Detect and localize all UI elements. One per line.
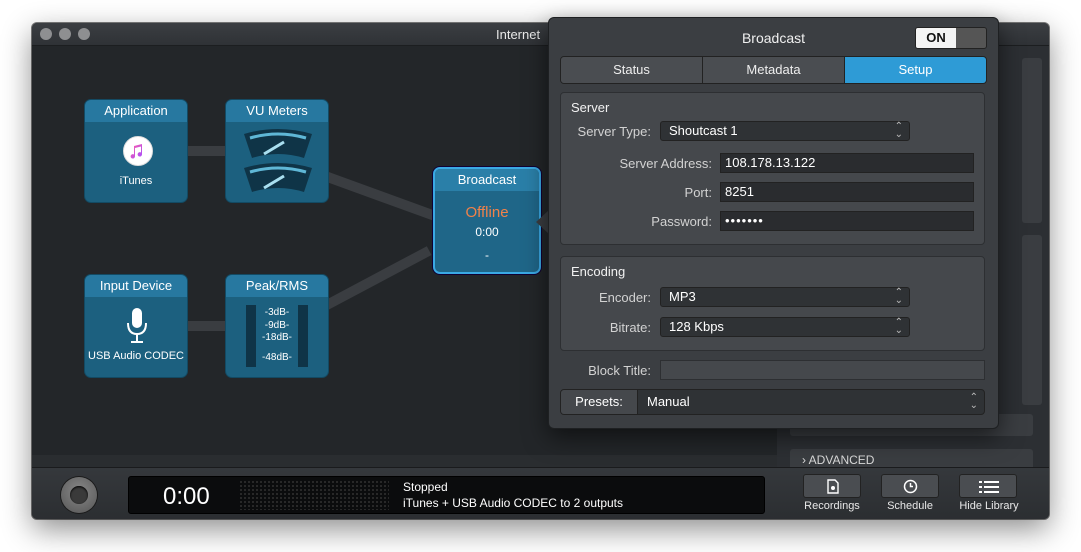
password-field[interactable]: ••••••• [720, 211, 974, 231]
tab-status[interactable]: Status [561, 57, 703, 83]
input-device-node[interactable]: Input Device USB Audio CODEC [84, 274, 188, 378]
recordings-icon [827, 479, 839, 494]
sidebar-section-advanced[interactable]: › ADVANCED [790, 449, 1033, 471]
broadcast-extra: - [485, 248, 489, 262]
recordings-button[interactable] [803, 474, 861, 498]
node-title: Application [85, 100, 187, 122]
broadcast-status: Offline [465, 204, 509, 221]
broadcast-node[interactable]: Broadcast Offline 0:00 - [433, 167, 541, 274]
tab-setup[interactable]: Setup [845, 57, 986, 83]
record-button[interactable] [61, 477, 97, 513]
server-type-select[interactable]: Shoutcast 1 ⌃⌄ [660, 121, 910, 141]
level-label: -3dB- [264, 307, 290, 318]
list-icon [979, 481, 999, 493]
hide-library-label: Hide Library [959, 500, 1019, 512]
encoder-value: MP3 [669, 289, 696, 304]
popover-arrow [536, 210, 549, 234]
microphone-icon [127, 308, 147, 343]
server-type-value: Shoutcast 1 [669, 123, 738, 138]
popover-title: Broadcast [741, 30, 806, 46]
bitrate-select[interactable]: 128 Kbps ⌃⌄ [660, 317, 910, 337]
chevron-updown-icon: ⌃⌄ [969, 392, 978, 411]
popover-tabs: Status Metadata Setup [560, 56, 987, 84]
encoder-select[interactable]: MP3 ⌃⌄ [660, 287, 910, 307]
chevron-right-icon: › [802, 453, 806, 467]
chevron-updown-icon: ⌃⌄ [894, 121, 903, 140]
server-type-label: Server Type: [577, 124, 651, 139]
password-label: Password: [651, 214, 712, 229]
node-label: iTunes [119, 175, 153, 187]
vu-meter-icon [244, 129, 312, 192]
peak-rms-node[interactable]: Peak/RMS -3dB- -9dB- -18dB- -48dB- [225, 274, 329, 378]
node-title: Input Device [85, 275, 187, 297]
broadcast-time: 0:00 [475, 225, 499, 239]
connector-pipe [322, 246, 432, 311]
level-dots [239, 480, 389, 510]
node-title: Peak/RMS [226, 275, 328, 297]
bitrate-label: Bitrate: [609, 320, 651, 335]
hide-library-button[interactable] [959, 474, 1017, 498]
server-heading: Server [571, 100, 610, 115]
encoding-heading: Encoding [571, 264, 626, 279]
application-node[interactable]: Application iTunes [84, 99, 188, 203]
server-address-label: Server Address: [619, 156, 713, 171]
encoder-label: Encoder: [598, 290, 651, 305]
zoom-window-button[interactable] [78, 28, 90, 40]
window-title: Internet [496, 27, 541, 42]
sidebar-panel [1022, 235, 1042, 405]
encoding-group: Encoding Encoder: MP3 ⌃⌄ Bitrate: 128 Kb… [560, 256, 985, 351]
clock-icon [903, 479, 918, 494]
block-title-field[interactable] [660, 360, 985, 380]
node-title: VU Meters [226, 100, 328, 122]
node-title: Broadcast [435, 169, 539, 191]
tab-metadata[interactable]: Metadata [703, 57, 845, 83]
port-field[interactable]: 8251 [720, 182, 974, 202]
toggle-label: ON [916, 28, 956, 48]
peak-meter-right [298, 305, 308, 367]
broadcast-popover: Broadcast ON Status Metadata Setup Serve… [548, 17, 999, 429]
server-address-field[interactable]: 108.178.13.122 [720, 153, 974, 173]
presets-value: Manual [647, 394, 690, 409]
connector-pipe [188, 321, 226, 331]
chevron-updown-icon: ⌃⌄ [894, 287, 903, 306]
server-group: Server Server Type: Shoutcast 1 ⌃⌄ Serve… [560, 92, 985, 245]
level-label: -9dB- [264, 320, 290, 331]
block-title-label: Block Title: [588, 363, 651, 378]
connector-pipe [323, 171, 438, 222]
presets-label: Presets: [561, 390, 638, 414]
connector-pipe [188, 146, 226, 156]
chevron-updown-icon: ⌃⌄ [894, 317, 903, 336]
presets-select[interactable]: Presets: Manual ⌃⌄ [560, 389, 985, 415]
record-icon [70, 486, 88, 504]
itunes-icon [123, 136, 153, 166]
peak-meter-left [246, 305, 256, 367]
bitrate-value: 128 Kbps [669, 319, 724, 334]
broadcast-on-toggle[interactable]: ON [915, 27, 987, 49]
sidebar-panel [1022, 58, 1042, 223]
minimize-window-button[interactable] [59, 28, 71, 40]
node-label: USB Audio CODEC [88, 350, 184, 362]
elapsed-time: 0:00 [163, 483, 210, 510]
recordings-label: Recordings [804, 500, 860, 512]
level-label: -18dB- [261, 332, 292, 343]
schedule-label: Schedule [887, 500, 933, 512]
schedule-button[interactable] [881, 474, 939, 498]
close-window-button[interactable] [40, 28, 52, 40]
port-label: Port: [684, 185, 712, 200]
status-display: 0:00 Stopped iTunes + USB Audio CODEC to… [128, 476, 765, 514]
status-text: Stopped [403, 480, 448, 494]
transport-bar: 0:00 Stopped iTunes + USB Audio CODEC to… [32, 467, 1049, 519]
source-detail: iTunes + USB Audio CODEC to 2 outputs [403, 496, 624, 510]
level-label: -48dB- [261, 352, 292, 363]
section-label: ADVANCED [808, 453, 875, 467]
vu-meters-node[interactable]: VU Meters [225, 99, 329, 203]
